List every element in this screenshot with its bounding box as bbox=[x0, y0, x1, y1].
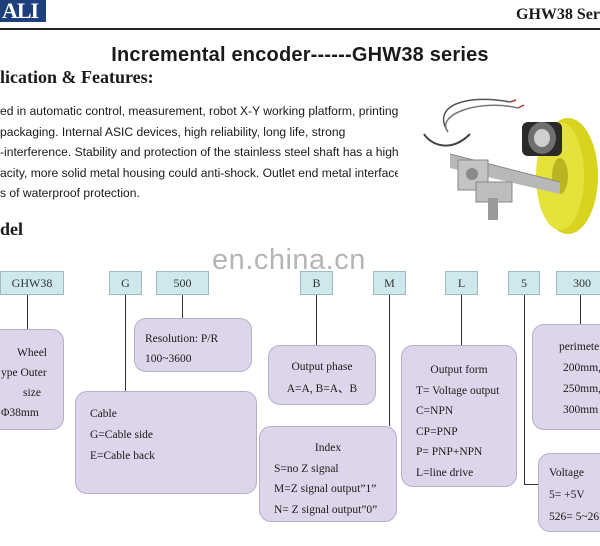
connector-line bbox=[524, 484, 538, 485]
wheel-card-title: Wheel bbox=[16, 347, 47, 359]
description-line: packaging. Internal ASIC devices, high r… bbox=[0, 124, 346, 139]
wheel-card-line: ype Outer bbox=[1, 367, 47, 379]
resolution-card-title: Resolution: P/R bbox=[145, 333, 219, 345]
voltage-card: Voltage 5= +5V 526= 5~26 bbox=[538, 453, 600, 532]
application-heading: lication & Features: bbox=[0, 67, 154, 87]
connector-line bbox=[125, 295, 126, 391]
model-heading: del bbox=[0, 219, 24, 239]
wheel-card-line: Φ38mm bbox=[1, 407, 39, 419]
index-card-option: M=Z signal output”1” bbox=[274, 483, 377, 495]
watermark: en.china.cn bbox=[212, 244, 366, 276]
description-line: s of waterproof protection. bbox=[0, 186, 140, 200]
code-box-index: M bbox=[373, 271, 406, 295]
description-line: acity, more solid metal housing could an… bbox=[0, 165, 398, 180]
code-box-cable: G bbox=[109, 271, 142, 295]
header-divider bbox=[0, 28, 600, 30]
connector-line bbox=[580, 295, 581, 325]
connector-line bbox=[461, 295, 462, 345]
index-card-option: S=no Z signal bbox=[274, 462, 339, 475]
output-form-card: Output form T= Voltage output C=NPN CP=P… bbox=[401, 345, 517, 487]
voltage-card-option: 526= 5~26 bbox=[549, 511, 600, 523]
brand-logo-text: ALI bbox=[2, 0, 39, 23]
index-card-title: Index bbox=[314, 442, 342, 454]
brand-logo: ALI bbox=[0, 0, 46, 22]
cable-card-option: G=Cable side bbox=[90, 429, 154, 441]
resolution-card: Resolution: P/R 100~3600 bbox=[134, 318, 252, 372]
output-form-card-option: CP=PNP bbox=[416, 425, 458, 438]
perimeter-card-option: 300mm bbox=[563, 404, 599, 416]
series-code: GHW38 Ser bbox=[516, 6, 600, 23]
resolution-card-range: 100~3600 bbox=[145, 353, 192, 365]
voltage-card-option: 5= +5V bbox=[549, 489, 585, 501]
output-form-card-option: L=line drive bbox=[416, 466, 474, 479]
connector-line bbox=[27, 295, 28, 331]
wheel-card-line: size bbox=[23, 387, 41, 399]
voltage-card-title: Voltage bbox=[549, 467, 584, 479]
connector-line bbox=[524, 295, 525, 485]
perimeter-card-option: 200mm, bbox=[563, 362, 600, 374]
wheel-card: Wheel ype Outer size Φ38mm bbox=[0, 329, 64, 430]
page-title: Incremental encoder------GHW38 series bbox=[111, 44, 489, 66]
perimeter-card: perimete 200mm, 250mm, 300mm bbox=[532, 324, 600, 430]
code-box-output-form: L bbox=[445, 271, 478, 295]
code-box-output-phase: B bbox=[300, 271, 333, 295]
index-card: Index S=no Z signal M=Z signal output”1”… bbox=[259, 426, 397, 522]
code-box-perimeter: 300 bbox=[556, 271, 600, 295]
code-box-model: GHW38 bbox=[0, 271, 64, 295]
cable-card-option: E=Cable back bbox=[90, 450, 155, 462]
connector-line bbox=[389, 295, 390, 426]
output-form-card-option: C=NPN bbox=[416, 405, 454, 417]
output-phase-card-options: A=A, B=A、B bbox=[286, 383, 358, 395]
perimeter-card-option: 250mm, bbox=[563, 383, 600, 395]
cable-card-title: Cable bbox=[90, 408, 117, 420]
connector-line bbox=[316, 295, 317, 346]
encoder-product-photo bbox=[423, 98, 598, 234]
output-form-card-option: T= Voltage output bbox=[416, 384, 500, 397]
cable-card: Cable G=Cable side E=Cable back bbox=[75, 391, 257, 494]
index-card-option: N= Z signal output”0” bbox=[274, 503, 378, 516]
description-line: ed in automatic control, measurement, ro… bbox=[0, 104, 398, 118]
output-form-card-title: Output form bbox=[430, 364, 488, 376]
code-box-voltage: 5 bbox=[508, 271, 540, 295]
code-box-resolution: 500 bbox=[156, 271, 209, 295]
description-line: -interference. Stability and protection … bbox=[0, 145, 398, 159]
connector-line bbox=[182, 295, 183, 319]
output-phase-card: Output phase A=A, B=A、B bbox=[268, 345, 376, 405]
application-description: ed in automatic control, measurement, ro… bbox=[0, 101, 398, 204]
output-phase-card-title: Output phase bbox=[291, 361, 353, 373]
output-form-card-option: P= PNP+NPN bbox=[416, 446, 483, 458]
perimeter-card-title: perimete bbox=[559, 341, 600, 353]
